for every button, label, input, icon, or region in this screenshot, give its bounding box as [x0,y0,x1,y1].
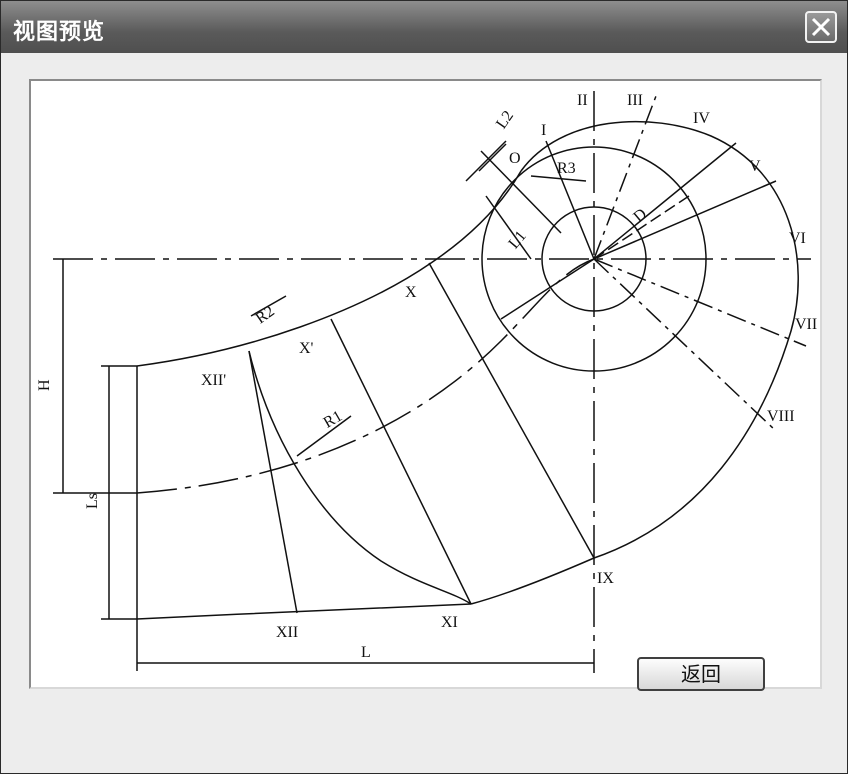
l1-dim [485,195,532,260]
section-XI [330,318,472,605]
preview-canvas: L H Ls L1 L2 R1 R2 R3 D O I II III IV V … [33,83,820,686]
r1-leader [296,415,352,457]
label-sec-V: V [749,158,761,175]
label-sec-XII: XII [276,624,298,641]
radial-VII [593,258,807,347]
section-IX [428,262,595,559]
label-sec-VIII: VIII [767,408,795,425]
label-sec-Xp: X' [299,340,314,357]
label-sec-VII: VII [795,316,817,333]
l2-tick-b [478,143,507,172]
label-sec-IV: IV [693,110,710,127]
label-Ls: Ls [84,493,101,509]
label-L2: L2 [493,108,517,132]
upper-wall [136,170,522,367]
label-sec-VI: VI [789,230,806,247]
label-sec-II: II [577,92,588,109]
label-O: O [509,150,521,167]
label-H: H [36,379,53,391]
radial-L1 [500,258,595,320]
r2-leader [250,295,287,317]
label-R1: R1 [321,408,346,432]
inner-circle [541,206,647,312]
middle-circle [481,146,707,372]
window-title: 视图预览 [13,20,106,45]
label-R2: R2 [253,303,278,328]
label-sec-X: X [405,284,417,301]
close-icon [811,17,831,37]
section-XII [248,350,298,614]
label-L1: L1 [505,228,529,253]
label-R3: R3 [557,160,576,177]
label-L: L [361,644,371,661]
inner-wall [248,350,472,605]
close-button[interactable] [805,11,837,43]
radial-VIII [593,258,777,432]
radial-IV [593,142,737,260]
lower-wall [136,603,472,620]
label-sec-I: I [541,122,546,139]
tongue-line [480,150,562,234]
radial-D [593,195,690,260]
back-button[interactable]: 返回 [637,657,765,691]
label-sec-XI: XI [441,614,458,631]
volute-drawing: L H Ls L1 L2 R1 R2 R3 D O I II III IV V … [36,91,817,673]
radial-V [593,180,777,260]
r3-leader [530,175,587,182]
volute-outer-curve [470,120,799,605]
l2-tick-a [465,140,507,182]
label-sec-XIIp: XII' [201,372,226,389]
title-bar[interactable]: 视图预览 [1,1,847,53]
dialog-body: L H Ls L1 L2 R1 R2 R3 D O I II III IV V … [1,53,847,773]
radial-III [593,95,657,260]
label-sec-IX: IX [597,570,614,587]
label-D: D [630,205,650,225]
label-sec-III: III [627,92,643,109]
radial-I [545,140,595,260]
